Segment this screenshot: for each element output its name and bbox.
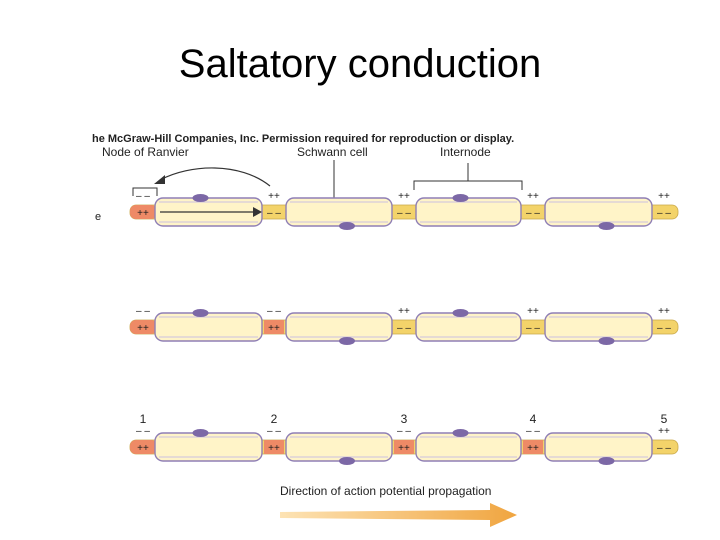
inner-charge-label: – –	[657, 323, 671, 334]
inner-charge-label: ++	[527, 443, 539, 454]
inner-charge-label: – –	[526, 208, 540, 219]
inner-charge-label: – –	[397, 323, 411, 334]
left-edge-mark: e	[95, 211, 101, 223]
direction-label: Direction of action potential propagatio…	[280, 484, 491, 498]
node-bracket	[132, 187, 158, 196]
node-active-region	[130, 205, 157, 219]
node-number: 5	[661, 412, 668, 426]
outer-charge-label: – –	[267, 306, 281, 317]
inner-charge-label: ++	[268, 323, 280, 334]
inner-charge-label: ++	[268, 443, 280, 454]
arc-arrowhead	[154, 175, 165, 184]
node-active-region	[130, 440, 157, 454]
schwann-nucleus	[598, 337, 615, 345]
axon-rows: – – ++ ++ – – ++ – – ++ – – ++ – – e – – ++ – – ++ ++ – …	[95, 191, 679, 465]
node-number: 4	[530, 412, 537, 426]
schwann-nucleus	[192, 309, 209, 317]
inner-charge-label: ++	[137, 443, 149, 454]
node-number: 1	[140, 412, 147, 426]
inner-charge-label: ++	[137, 208, 149, 219]
schwann-nucleus	[339, 337, 355, 345]
outer-charge-label: – –	[526, 426, 540, 437]
schwann-nucleus	[192, 429, 209, 437]
outer-charge-label: ++	[527, 306, 539, 317]
node-of-ranvier-label: Node of Ranvier	[102, 145, 189, 159]
schwann-nucleus	[339, 222, 355, 230]
inner-charge-label: ++	[137, 323, 149, 334]
node-active-region	[264, 320, 284, 334]
schwann-nucleus	[452, 309, 469, 317]
outer-charge-label: ++	[658, 191, 670, 202]
internode-label: Internode	[440, 145, 491, 159]
inner-charge-label: ++	[398, 443, 410, 454]
schwann-nucleus	[598, 222, 615, 230]
schwann-nucleus	[598, 457, 615, 465]
outer-charge-label: – –	[267, 426, 281, 437]
inner-charge-label: – –	[397, 208, 411, 219]
outer-charge-label: ++	[398, 306, 410, 317]
node-number: 2	[271, 412, 278, 426]
copyright-line: he McGraw-Hill Companies, Inc. Permissio…	[92, 133, 514, 145]
internode-bracket	[413, 163, 523, 190]
inner-charge-label: – –	[267, 208, 281, 219]
node-active-region	[264, 440, 284, 454]
outer-charge-label: – –	[136, 306, 150, 317]
local-current-arc	[159, 167, 271, 187]
outer-charge-label: – –	[397, 426, 411, 437]
schwann-nucleus	[192, 194, 209, 202]
schwann-nucleus	[339, 457, 355, 465]
inner-charge-label: – –	[657, 443, 671, 454]
outer-charge-label: ++	[527, 191, 539, 202]
schwann-nucleus	[452, 429, 469, 437]
inner-charge-label: – –	[526, 323, 540, 334]
outer-charge-label: ++	[398, 191, 410, 202]
outer-charge-label: ++	[268, 191, 280, 202]
node-active-region	[523, 440, 543, 454]
node-active-region	[394, 440, 414, 454]
inner-charge-label: – –	[657, 208, 671, 219]
internal-arrowhead	[253, 207, 262, 217]
outer-charge-label: ++	[658, 306, 670, 317]
slide-title: Saltatory conduction	[178, 42, 542, 86]
outer-charge-label: – –	[136, 191, 150, 202]
direction-arrow	[280, 503, 517, 527]
outer-charge-label: – –	[136, 426, 150, 437]
outer-charge-label: ++	[658, 426, 670, 437]
node-number: 3	[401, 412, 408, 426]
schwann-cell-label: Schwann cell	[297, 145, 368, 159]
schwann-nucleus	[452, 194, 469, 202]
node-active-region	[130, 320, 157, 334]
